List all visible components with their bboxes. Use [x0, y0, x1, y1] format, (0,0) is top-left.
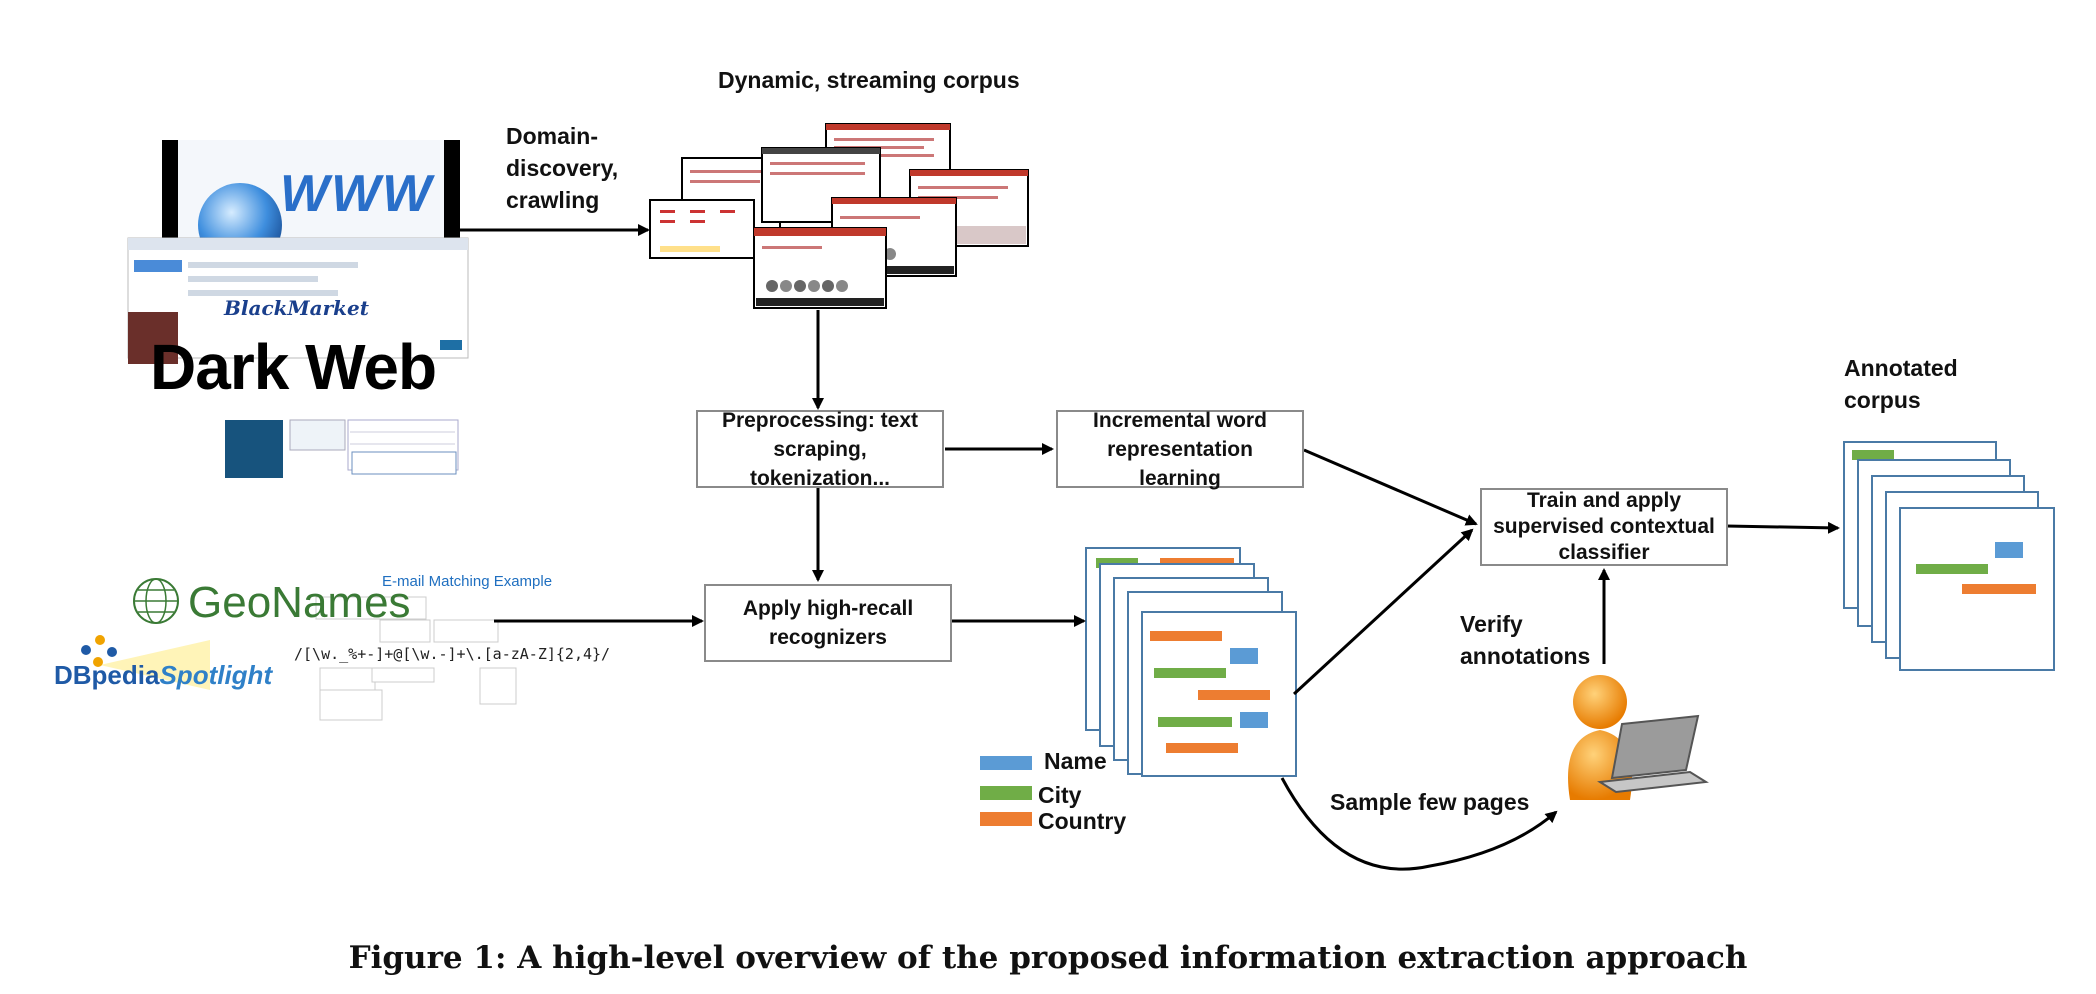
crawl-label-line: discovery, — [506, 155, 619, 181]
label-line: Annotated — [1844, 355, 1958, 381]
dbpedia-spotlight-logo: DBpediaSpotlight — [54, 660, 272, 691]
arrow-sample — [1280, 777, 1558, 871]
incremental-learning-box: Incremental word representation learning — [1056, 409, 1304, 490]
crawl-label: Domain- discovery, crawling — [506, 120, 618, 216]
email-regex-snippet — [315, 596, 517, 721]
figure-caption: Figure 1: A high-level overview of the p… — [348, 940, 1748, 976]
email-regex: /[\w._%+-]+@[\w.-]+\.[a-zA-Z]{2,4}/ — [294, 645, 611, 663]
box-line: classifier — [1558, 541, 1650, 564]
web-sources-collage — [127, 140, 469, 478]
box-line: Apply high-recall — [742, 597, 914, 620]
legend-swatches — [980, 756, 1032, 826]
box-line: representation learning — [1107, 437, 1253, 490]
annotated-corpus-label: Annotated corpus — [1844, 352, 1958, 416]
verify-label: Verify annotations — [1460, 608, 1590, 672]
label-line: Verify — [1460, 611, 1523, 637]
box-line: Train and apply — [1526, 489, 1682, 512]
arrow-classifier-to-corpus — [1725, 521, 1840, 534]
black-market-logo: BlackMarket — [224, 296, 369, 320]
streaming-corpus-label: Dynamic, streaming corpus — [718, 67, 1020, 93]
arrow-pages-to-classifier — [1292, 528, 1474, 696]
crawl-label-line: crawling — [506, 187, 600, 213]
spotlight-text: Spotlight — [159, 660, 273, 690]
arrow-embeddings-to-classifier — [1303, 448, 1478, 526]
classifier-box: Train and apply supervised contextual cl… — [1480, 488, 1728, 566]
box-line: Incremental word — [1093, 408, 1267, 432]
streaming-corpus-pages — [649, 123, 1029, 309]
legend-name-label: Name — [1044, 748, 1107, 774]
legend-city-label: City — [1038, 782, 1082, 808]
label-line: annotations — [1460, 643, 1591, 669]
dbpedia-text: DBpedia — [54, 660, 160, 690]
crawl-label-line: Domain- — [506, 123, 598, 149]
dbpedia-logo-icon — [81, 635, 210, 690]
box-line: Preprocessing: text — [721, 408, 919, 432]
box-line: scraping, tokenization... — [749, 437, 890, 490]
annotated-corpus-stack — [1843, 441, 2055, 671]
www-logo: WWW — [280, 165, 434, 223]
dark-web-label: Dark Web — [150, 331, 437, 403]
geonames-label: GeoNames — [188, 578, 411, 627]
legend-country-label: Country — [1038, 808, 1127, 834]
box-line: recognizers — [769, 626, 887, 649]
box-line: supervised contextual — [1493, 515, 1715, 538]
geonames-logo-icon — [133, 578, 179, 624]
sample-label: Sample few pages — [1330, 789, 1530, 815]
email-example-title: E-mail Matching Example — [382, 573, 553, 590]
flow-arrows — [460, 224, 1840, 871]
preprocessing-box: Preprocessing: text scraping, tokenizati… — [696, 409, 944, 490]
recognizers-box: Apply high-recall recognizers — [704, 584, 952, 662]
label-line: corpus — [1844, 387, 1921, 413]
recognized-pages-stack — [1085, 547, 1297, 777]
annotator-person-icon — [1568, 675, 1709, 800]
